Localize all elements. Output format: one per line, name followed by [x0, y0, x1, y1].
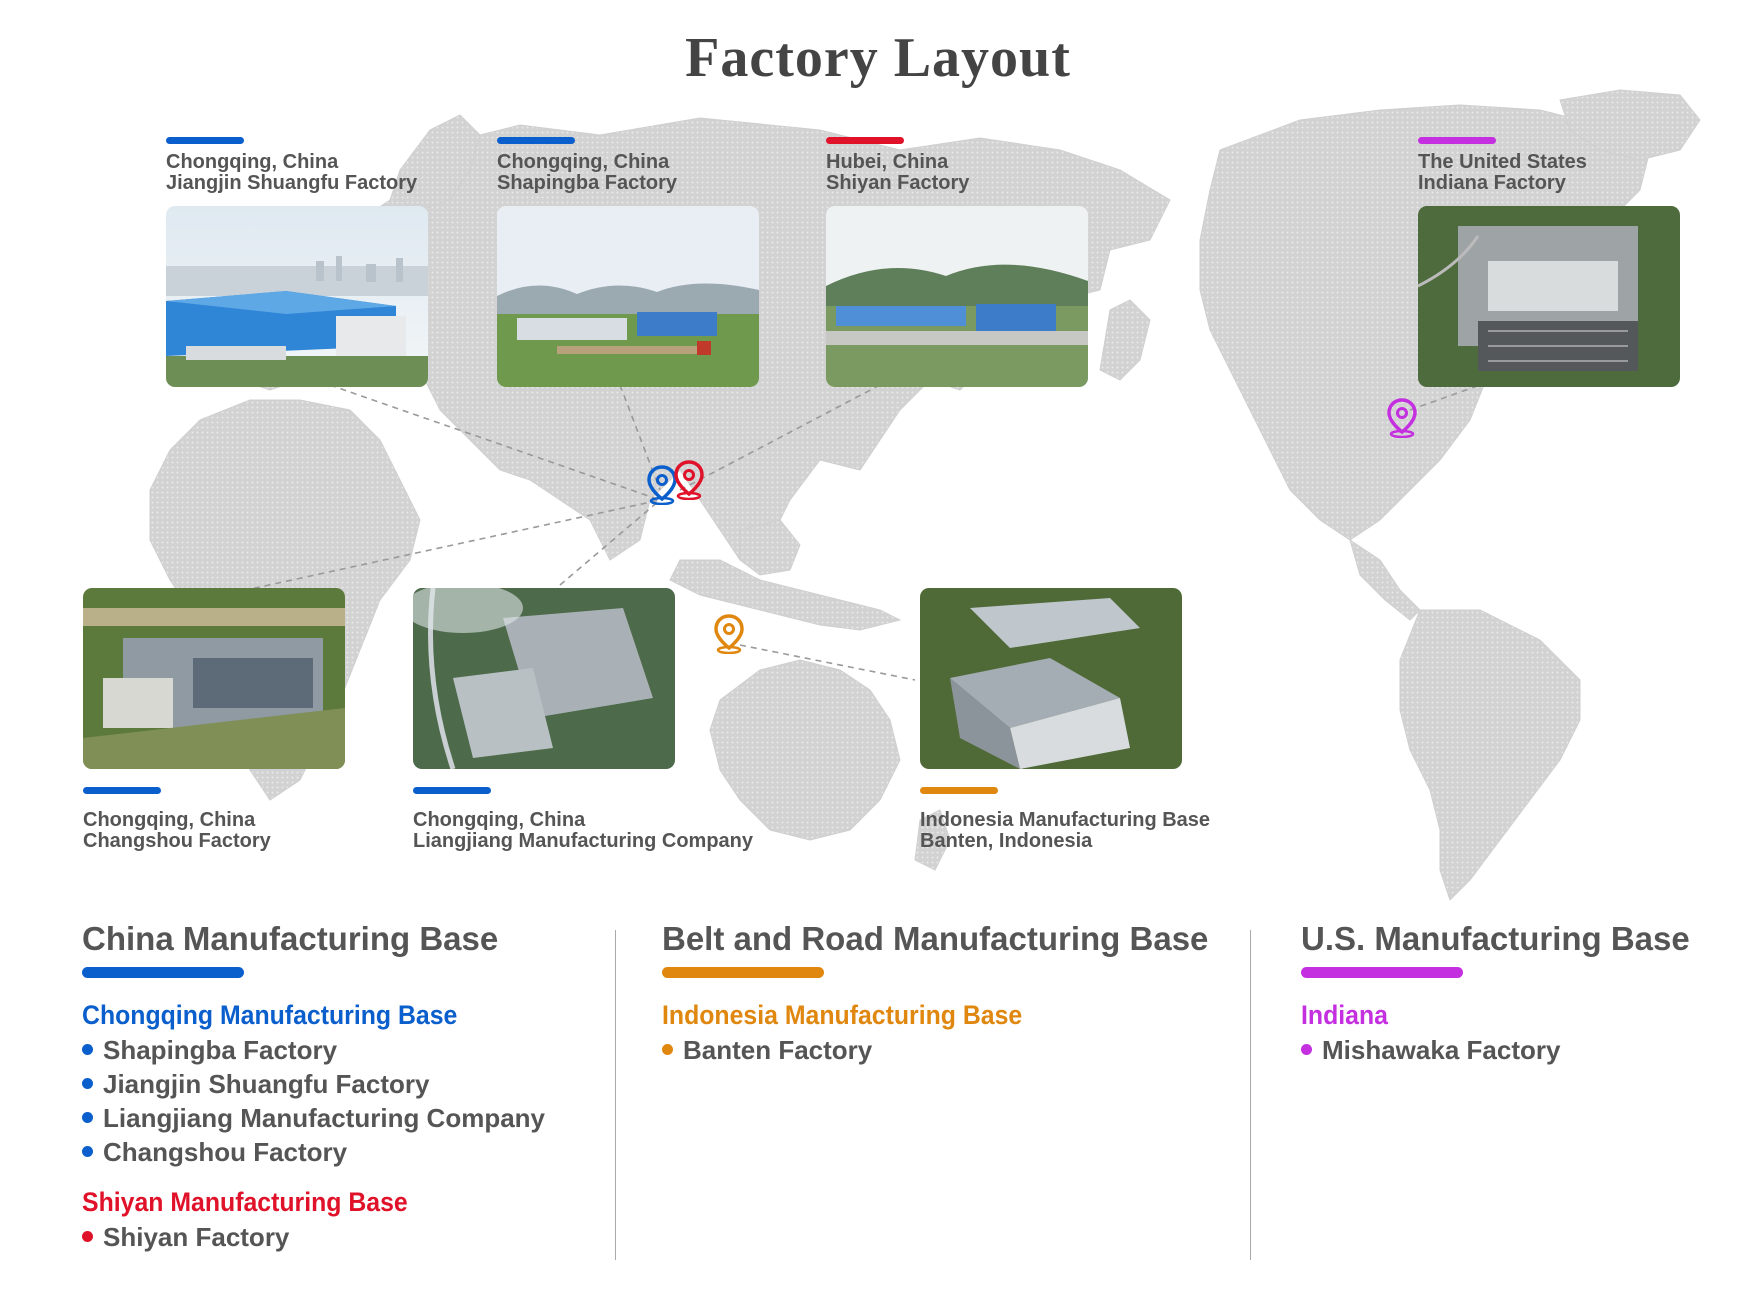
group-heading-indiana: Indiana: [1301, 1000, 1388, 1030]
indonesia-landmass: [669, 559, 902, 631]
card-accent-bar: [413, 787, 491, 794]
list-item: Liangjiang Manufacturing Company: [82, 1101, 545, 1135]
card-accent-bar: [166, 137, 244, 144]
card-shapingba: Chongqing, China Shapingba Factory: [497, 137, 759, 387]
list-item-label: Liangjiang Manufacturing Company: [103, 1103, 546, 1133]
card-location: Hubei, China: [826, 151, 949, 173]
card-factory-name: Indiana Factory: [1418, 172, 1566, 194]
factory-photo-liangjiang: [413, 588, 675, 769]
section-accent-bar: [662, 967, 824, 978]
australia-landmass: [709, 659, 901, 841]
group-heading-shiyan: Shiyan Manufacturing Base: [82, 1187, 408, 1217]
borneo-landmass: [739, 519, 801, 576]
central-america-landmass: [1349, 538, 1421, 621]
list-item: Mishawaka Factory: [1301, 1033, 1690, 1067]
list-item: Shiyan Factory: [82, 1220, 545, 1254]
factory-photo-shiyan: [826, 206, 1088, 387]
greenland-landmass: [1559, 89, 1701, 161]
list-item-label: Shapingba Factory: [103, 1035, 338, 1065]
card-accent-bar: [1418, 137, 1496, 144]
factory-photo-indiana: [1418, 206, 1680, 387]
section-divider: [1250, 930, 1251, 1260]
card-indiana: The United States Indiana Factory: [1418, 137, 1680, 387]
card-location: Chongqing, China: [497, 151, 670, 173]
bullet-dot: [82, 1145, 93, 1157]
bullet-dot: [82, 1077, 93, 1089]
card-factory-name: Banten, Indonesia: [920, 830, 1093, 852]
section-heading: Belt and Road Manufacturing Base: [662, 920, 1209, 957]
card-location: Chongqing, China: [166, 151, 339, 173]
list-shiyan: Shiyan Factory: [82, 1220, 545, 1254]
card-factory-name: Shiyan Factory: [826, 172, 970, 194]
indonesia-pin-icon: [714, 614, 744, 654]
south-america-landmass: [1399, 609, 1581, 901]
connector-lines: [199, 384, 1481, 681]
card-shiyan: Hubei, China Shiyan Factory: [826, 137, 1088, 387]
bullet-dot: [1301, 1043, 1312, 1055]
card-factory-name: Changshou Factory: [83, 830, 271, 852]
list-item-label: Banten Factory: [683, 1035, 873, 1065]
card-location: Chongqing, China: [83, 809, 256, 831]
bullet-dot: [82, 1111, 93, 1123]
factory-photo-banten: [920, 588, 1182, 769]
card-factory-name: Liangjiang Manufacturing Company: [413, 830, 754, 852]
indiana-pin-icon: [1387, 398, 1417, 438]
card-location: Chongqing, China: [413, 809, 586, 831]
hubei-pin-icon: [674, 460, 704, 500]
scandinavia-landmass: [399, 114, 481, 211]
factory-photo-shapingba: [497, 206, 759, 387]
group-heading-chongqing: Chongqing Manufacturing Base: [82, 1000, 458, 1030]
section-us: U.S. Manufacturing Base Indiana Mishawak…: [1301, 920, 1690, 1067]
list-item-label: Mishawaka Factory: [1322, 1035, 1561, 1065]
section-accent-bar: [82, 967, 244, 978]
list-item-label: Changshou Factory: [103, 1137, 348, 1167]
card-liangjiang: Chongqing, China Liangjiang Manufacturin…: [413, 588, 754, 852]
card-accent-bar: [83, 787, 161, 794]
chongqing-pin-icon: [647, 465, 677, 505]
card-location: Indonesia Manufacturing Base: [920, 809, 1211, 831]
section-divider: [615, 930, 616, 1260]
list-chongqing: Shapingba Factory Jiangjin Shuangfu Fact…: [82, 1033, 545, 1169]
card-factory-name: Shapingba Factory: [497, 172, 678, 194]
page-title: Factory Layout: [685, 27, 1071, 89]
factory-photo-jiangjin: [166, 206, 428, 387]
bullet-dot: [82, 1043, 93, 1055]
list-item: Banten Factory: [662, 1033, 1208, 1067]
section-belt-and-road: Belt and Road Manufacturing Base Indones…: [662, 920, 1208, 1067]
new-zealand-landmass: [914, 809, 951, 871]
japan-landmass: [1099, 299, 1151, 381]
card-accent-bar: [826, 137, 904, 144]
group-heading-indonesia: Indonesia Manufacturing Base: [662, 1000, 1023, 1030]
card-banten: Indonesia Manufacturing Base Banten, Ind…: [920, 588, 1211, 852]
list-item: Jiangjin Shuangfu Factory: [82, 1067, 545, 1101]
list-item-label: Shiyan Factory: [103, 1222, 290, 1252]
bullet-dot: [662, 1043, 673, 1055]
section-accent-bar: [1301, 967, 1463, 978]
factory-photo-changshou: [83, 588, 345, 769]
section-china: China Manufacturing Base Chongqing Manuf…: [82, 920, 545, 1254]
card-factory-name: Jiangjin Shuangfu Factory: [166, 172, 418, 194]
card-changshou: Chongqing, China Changshou Factory: [83, 588, 345, 852]
card-accent-bar: [497, 137, 575, 144]
list-item: Shapingba Factory: [82, 1033, 545, 1067]
card-jiangjin: Chongqing, China Jiangjin Shuangfu Facto…: [166, 137, 428, 387]
bullet-dot: [82, 1230, 93, 1242]
list-indiana: Mishawaka Factory: [1301, 1033, 1690, 1067]
list-item-label: Jiangjin Shuangfu Factory: [103, 1069, 430, 1099]
section-heading: U.S. Manufacturing Base: [1301, 920, 1690, 957]
card-location: The United States: [1418, 151, 1587, 173]
card-accent-bar: [920, 787, 998, 794]
section-heading: China Manufacturing Base: [82, 920, 499, 957]
list-indonesia: Banten Factory: [662, 1033, 1208, 1067]
list-item: Changshou Factory: [82, 1135, 545, 1169]
